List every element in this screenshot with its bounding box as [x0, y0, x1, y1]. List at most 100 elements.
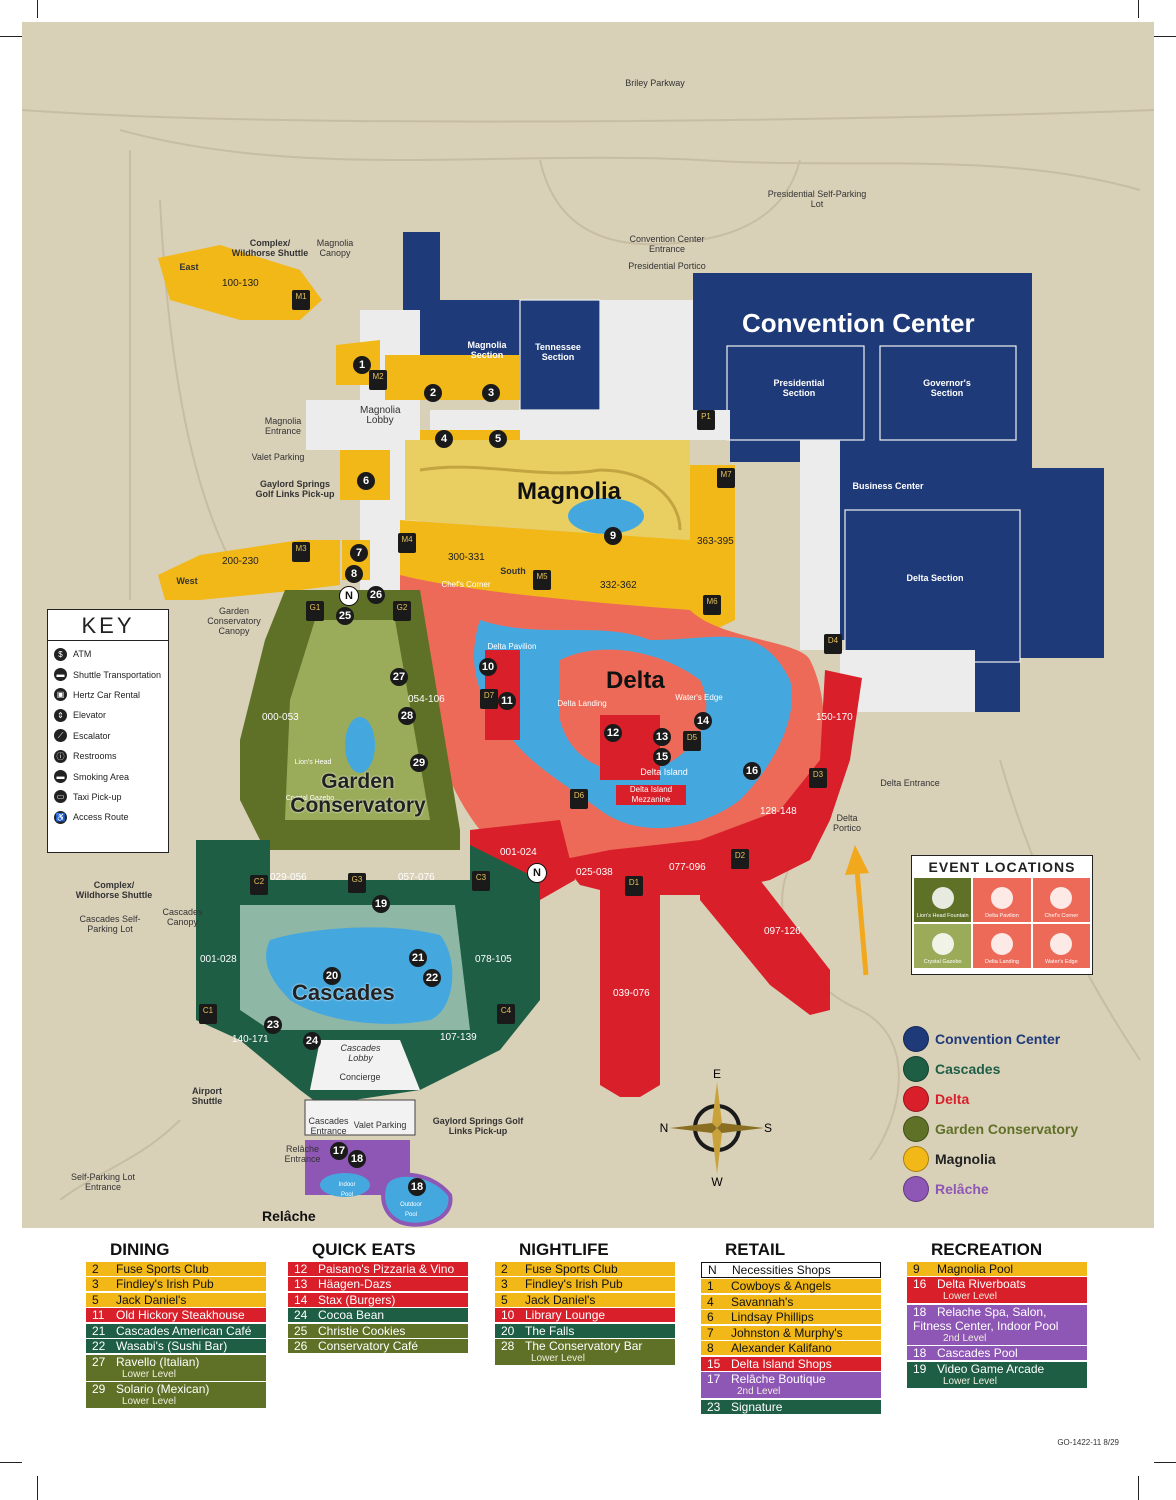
location-marker[interactable]: 8 [345, 565, 363, 583]
elevator-icon[interactable]: D3 [809, 768, 827, 788]
elevator-icon[interactable]: D5 [683, 731, 701, 751]
elevator-icon[interactable]: M3 [292, 542, 310, 562]
directory-item-name: Savannah's [731, 1294, 794, 1309]
location-marker[interactable]: 13 [653, 728, 671, 746]
atm-icon: $ [54, 647, 67, 661]
event-location-tile[interactable]: Crystal Gazebo [914, 924, 972, 968]
elevator-icon[interactable]: D1 [625, 876, 643, 896]
necessities-marker[interactable]: N [339, 586, 359, 606]
event-location-tile[interactable]: Delta Pavilion [973, 878, 1031, 922]
elevator-icon[interactable]: C4 [497, 1004, 515, 1024]
location-marker[interactable]: 2 [424, 384, 442, 402]
location-marker[interactable]: 16 [743, 762, 761, 780]
location-marker[interactable]: 21 [409, 949, 427, 967]
location-marker[interactable]: 28 [398, 707, 416, 725]
event-arrow [845, 845, 869, 875]
cascades-entrance-label: Cascades Entrance [308, 1116, 349, 1136]
elevator-icon[interactable]: C3 [472, 871, 490, 891]
location-marker[interactable]: 15 [653, 748, 671, 766]
location-marker[interactable]: 5 [489, 430, 507, 448]
elevator-icon[interactable]: D4 [824, 634, 842, 654]
location-marker[interactable]: 29 [410, 754, 428, 772]
location-marker[interactable]: 12 [604, 724, 622, 742]
elevator-icon[interactable]: M1 [292, 290, 310, 310]
elevator-icon[interactable]: C1 [199, 1004, 217, 1024]
elevator-icon[interactable]: M5 [533, 570, 551, 590]
location-marker[interactable]: 18 [348, 1150, 366, 1168]
location-marker[interactable]: 4 [435, 430, 453, 448]
event-location-tile[interactable]: Chef's Corner [1032, 878, 1090, 922]
location-marker[interactable]: 27 [390, 668, 408, 686]
location-marker[interactable]: 1 [353, 356, 371, 374]
location-marker[interactable]: 6 [357, 472, 375, 490]
elevator-icon[interactable]: C2 [250, 875, 268, 895]
location-marker[interactable]: 23 [264, 1016, 282, 1034]
location-marker[interactable]: 25 [336, 607, 354, 625]
event-location-tile[interactable]: Delta Landing [973, 924, 1031, 968]
elevator-icon[interactable]: M4 [398, 533, 416, 553]
event-location-tile[interactable]: Lion's Head Fountain [914, 878, 972, 922]
elevator-icon[interactable]: G3 [348, 873, 366, 893]
elevator-icon[interactable]: D2 [731, 849, 749, 869]
elevator-icon[interactable]: G1 [306, 601, 324, 621]
location-marker[interactable]: 14 [694, 712, 712, 730]
elevator-icon[interactable]: M7 [717, 468, 735, 488]
location-marker[interactable]: 22 [423, 969, 441, 987]
location-marker[interactable]: 18 [408, 1178, 426, 1196]
location-marker[interactable]: 17 [330, 1142, 348, 1160]
location-marker[interactable]: 20 [323, 967, 341, 985]
location-marker[interactable]: 10 [479, 658, 497, 676]
location-marker[interactable]: 11 [498, 692, 516, 710]
location-marker[interactable]: 7 [350, 544, 368, 562]
elevator-icon[interactable]: D6 [570, 789, 588, 809]
location-marker[interactable]: 24 [303, 1032, 321, 1050]
location-marker[interactable]: 3 [482, 384, 500, 402]
elevator-icon[interactable]: D7 [480, 689, 498, 709]
resort-map[interactable]: Briley Parkway Presidential Self-Parking… [22, 22, 1154, 1228]
necessities-marker[interactable]: N [527, 863, 547, 883]
location-marker[interactable]: 19 [372, 895, 390, 913]
elevator-icon[interactable]: G2 [393, 601, 411, 621]
elevator-icon[interactable]: M2 [369, 370, 387, 390]
elevator-icon[interactable]: M6 [703, 595, 721, 615]
location-marker[interactable]: 26 [367, 586, 385, 604]
location-marker[interactable]: 9 [604, 527, 622, 545]
room-range: 140-171 [232, 1034, 269, 1045]
elevator-icon[interactable]: P1 [697, 410, 715, 430]
event-location-tile[interactable]: Water's Edge [1032, 924, 1090, 968]
